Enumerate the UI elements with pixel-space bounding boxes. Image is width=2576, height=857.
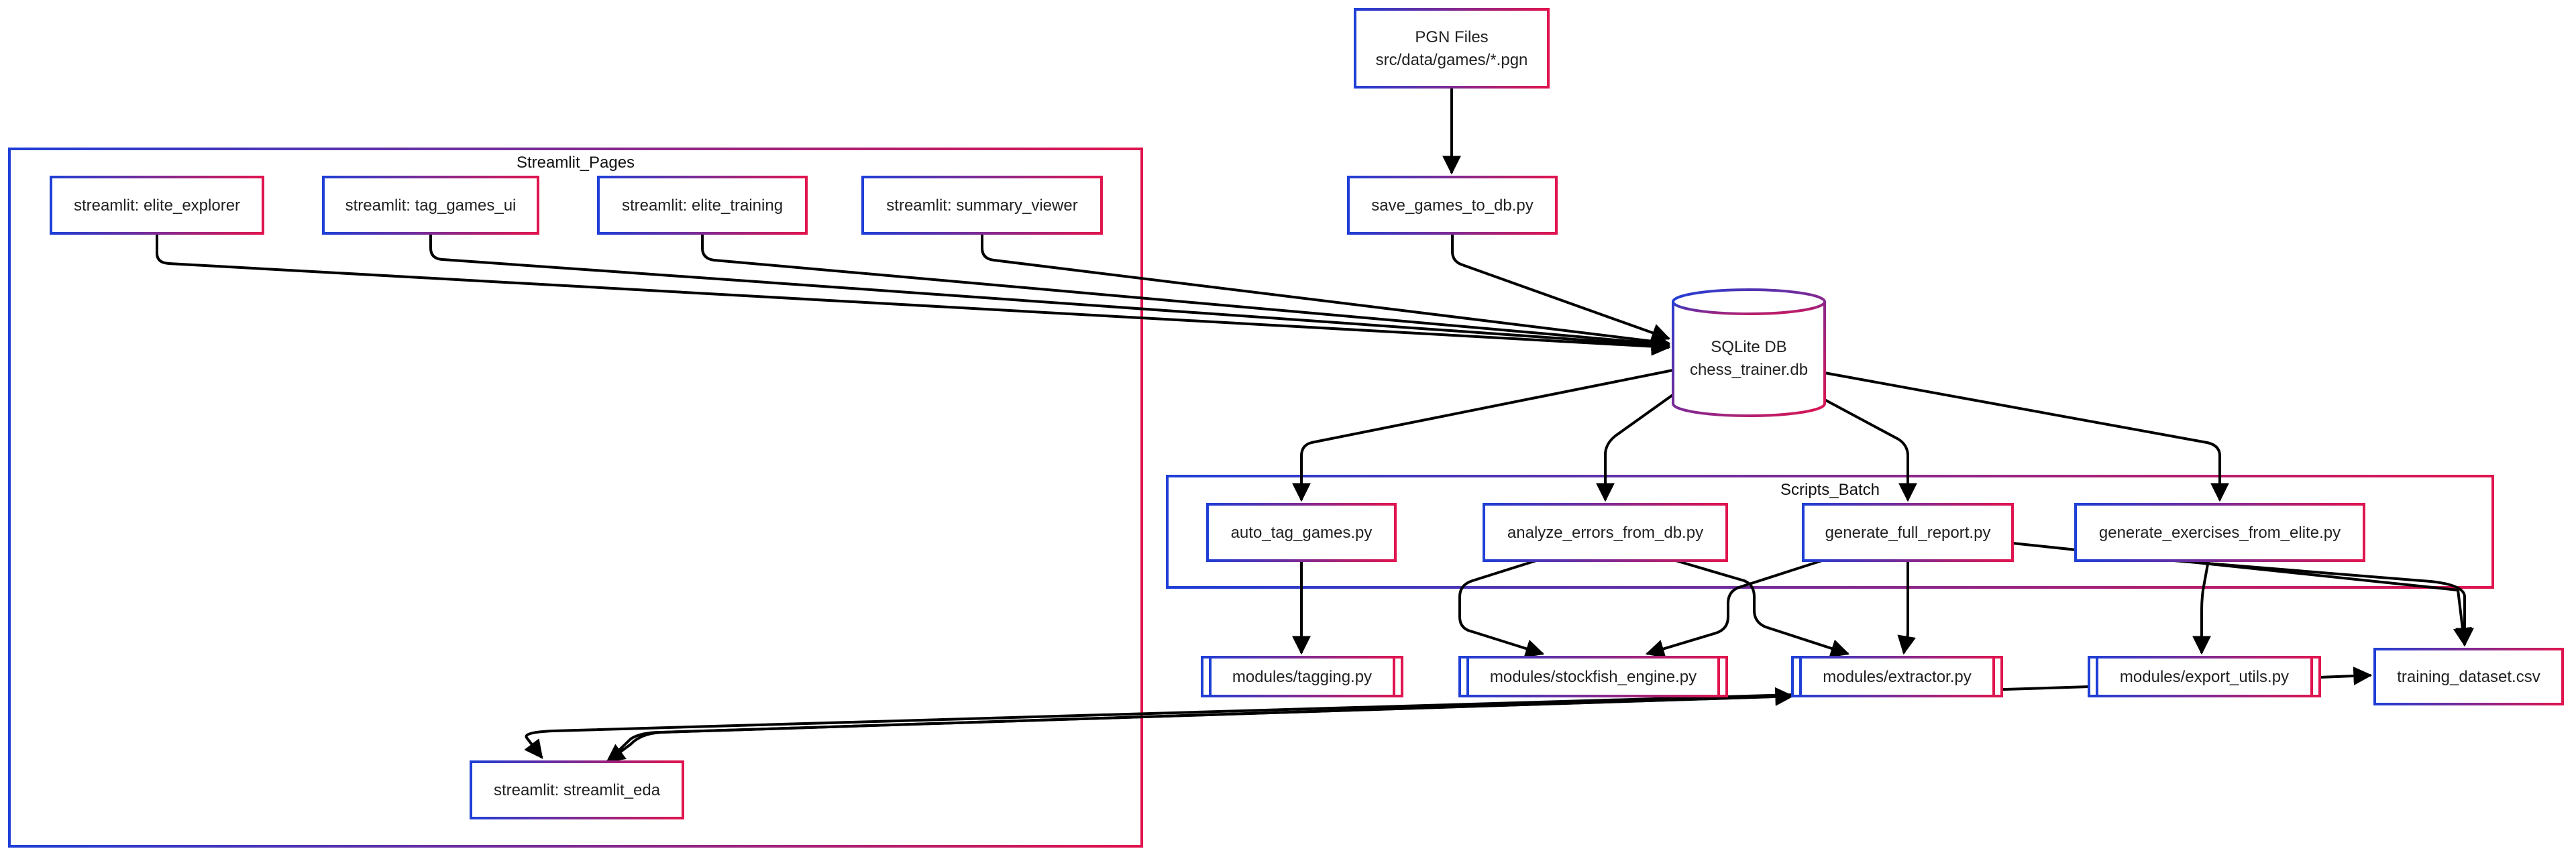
node-shape [861,176,1103,235]
node-label: save_games_to_db.py [1371,196,1534,215]
node-tagging[interactable]: modules/tagging.py [1201,656,1403,697]
edge-extractor-to-streamlit-eda [524,693,1793,759]
edge-streamlit-eda-to-sqlite-db [606,687,1794,763]
node-shape [470,760,684,819]
node-label: modules/extractor.py [1823,668,1971,686]
node-stockfish-engine[interactable]: modules/stockfish_engine.py [1458,656,1728,697]
node-label: streamlit: tag_games_ui [345,196,517,215]
node-shape [1672,288,1826,417]
node-sqlite-db[interactable]: SQLite DB chess_trainer.db [1672,288,1826,417]
node-extractor[interactable]: modules/extractor.py [1791,656,2003,697]
node-generate-full-report[interactable]: generate_full_report.py [1802,503,2014,562]
node-shape [1347,176,1558,235]
node-shape [2074,503,2365,562]
group-title: Streamlit_Pages [517,154,635,172]
node-shape-top [1672,301,1826,315]
node-shape [1201,656,1403,697]
group-streamlit-pages: Streamlit_Pages [8,148,1143,848]
edge-generate-full-report-to-extractor [1897,561,1917,655]
edges-layer [156,87,2474,763]
node-label: generate_exercises_from_elite.py [2099,524,2341,542]
node-shape [597,176,808,235]
node-label: streamlit: streamlit_eda [494,781,661,799]
node-shape [1791,656,2003,697]
node-shape [1458,656,1728,697]
node-label: chess_trainer.db [1690,361,1808,379]
node-save-games[interactable]: save_games_to_db.py [1347,176,1558,235]
node-label: training_dataset.csv [2397,668,2540,686]
node-shape [1354,8,1550,89]
node-shape [2088,656,2321,697]
node-summary-viewer[interactable]: streamlit: summary_viewer [861,176,1103,235]
nodes-layer: PGN Files src/data/games/*.pgn save_games_… [50,8,2564,819]
edge-export-utils-to-training-dataset [2319,667,2373,686]
node-auto-tag-games[interactable]: auto_tag_games.py [1206,503,1397,562]
edge-tag-games-ui-to-sqlite-db [429,233,1671,355]
node-label: modules/export_utils.py [2120,668,2289,686]
node-label: streamlit: elite_training [622,196,783,215]
node-training-dataset[interactable]: training_dataset.csv [2373,648,2564,705]
node-shape [322,176,539,235]
node-shape [50,176,264,235]
edge-analyze-errors-to-stockfish-engine [1458,559,1545,658]
node-analyze-errors[interactable]: analyze_errors_from_db.py [1483,503,1728,562]
node-label: auto_tag_games.py [1231,524,1373,542]
edge-sqlite-db-to-auto-tag-games [1292,369,1674,502]
edge-summary-viewer-to-sqlite-db [981,233,1671,351]
node-shape [1802,503,2014,562]
node-label: analyze_errors_from_db.py [1507,524,1703,542]
node-export-utils[interactable]: modules/export_utils.py [2088,656,2321,697]
node-generate-exercises[interactable]: generate_exercises_from_elite.py [2074,503,2365,562]
node-label: SQLite DB [1711,338,1786,356]
node-shape [1483,503,1728,562]
edge-sqlite-db-to-analyze-errors [1596,388,1682,502]
node-streamlit-eda[interactable]: streamlit: streamlit_eda [470,760,684,819]
edge-export-utils-to-streamlit-eda [606,685,2090,763]
node-label: streamlit: elite_explorer [74,196,240,215]
edge-generate-full-report-to-stockfish-engine [1645,559,1823,659]
node-shape [1206,503,1397,562]
node-label: modules/tagging.py [1232,668,1372,686]
node-tag-games-ui[interactable]: streamlit: tag_games_ui [322,176,539,235]
edge-generate-exercises-to-training-dataset [2173,559,2474,647]
edge-analyze-errors-to-extractor [1675,559,1850,658]
group-border [8,148,1143,848]
node-elite-explorer[interactable]: streamlit: elite_explorer [50,176,264,235]
edge-sqlite-db-to-generate-full-report [1824,398,1917,502]
edge-elite-explorer-to-sqlite-db [156,233,1671,356]
node-label: streamlit: summary_viewer [886,196,1077,215]
group-scripts-batch: Scripts_Batch [1166,475,2494,589]
group-border [1166,475,2494,589]
node-label: generate_full_report.py [1825,524,1991,542]
edge-generate-exercises-to-export-utils [2192,560,2211,655]
edge-save-games-to-sqlite-db [1451,233,1671,342]
node-label: src/data/games/*.pgn [1376,51,1528,69]
node-pgn-files[interactable]: PGN Files src/data/games/*.pgn [1354,8,1550,89]
edge-sqlite-db-to-generate-exercises [1824,372,2229,502]
node-label: PGN Files [1415,28,1488,46]
edge-elite-training-to-sqlite-db [701,233,1671,353]
group-title: Scripts_Batch [1780,481,1880,499]
node-elite-training[interactable]: streamlit: elite_training [597,176,808,235]
node-shape [2373,648,2564,705]
node-label: modules/stockfish_engine.py [1490,668,1697,686]
